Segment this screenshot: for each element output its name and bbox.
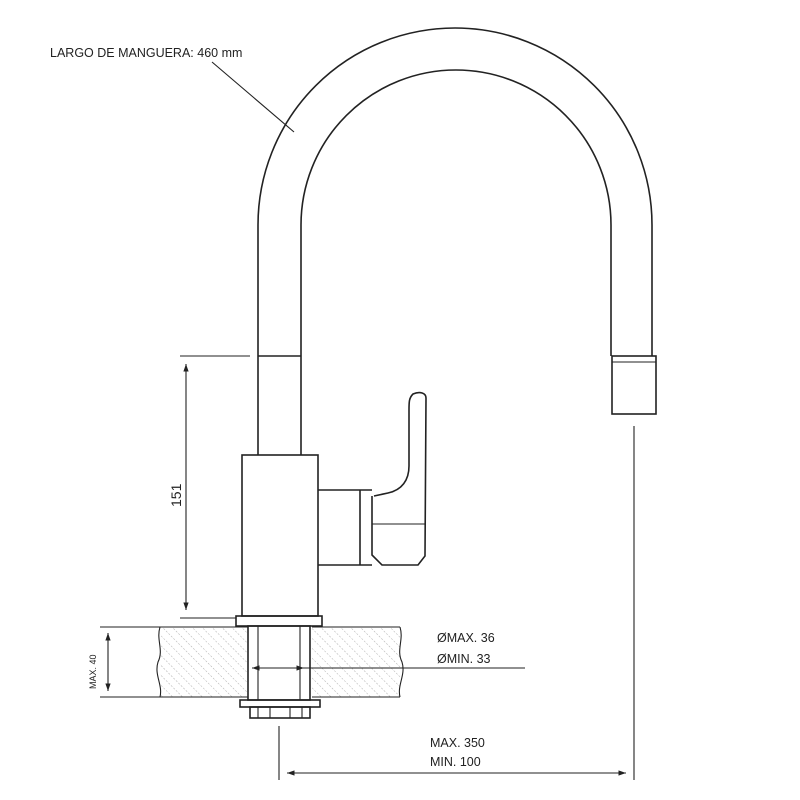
counter-thickness-dimension: MAX. 40 [88,626,160,698]
mounting-shank [235,615,323,719]
counter-thickness-label: MAX. 40 [88,654,98,689]
spray-head [611,355,657,415]
hole-max-label: ØMAX. 36 [437,631,495,645]
reach-dimension: MAX. 350 MIN. 100 [278,426,635,780]
faucet-body [241,454,372,617]
spout-stem [257,355,302,455]
hose-length-callout: LARGO DE MANGUERA: 460 mm [50,46,295,133]
reach-max-label: MAX. 350 [430,736,485,750]
height-dimension: 151 [168,355,250,619]
hole-min-label: ØMIN. 33 [437,652,491,666]
height-dim-label: 151 [168,483,184,507]
countertop [156,626,404,698]
hole-diameter-callout: ØMAX. 36 ØMIN. 33 [252,631,525,671]
gooseneck-hose [257,27,653,356]
hose-length-label: LARGO DE MANGUERA: 460 mm [50,46,242,60]
reach-min-label: MIN. 100 [430,755,481,769]
lever-handle [371,391,427,566]
